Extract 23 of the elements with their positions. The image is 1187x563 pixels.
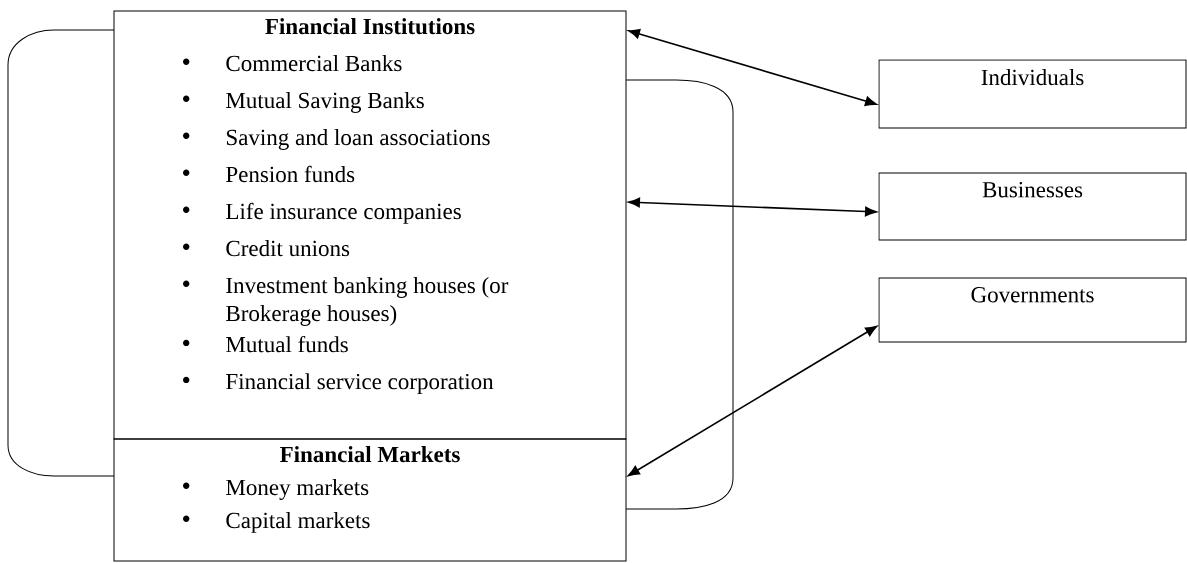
list-box — [113, 10, 627, 440]
list-box — [113, 438, 627, 562]
list-item: Credit unions — [226, 240, 350, 257]
connecting-curve — [625, 79, 734, 510]
heading: Financial Institutions — [265, 18, 475, 35]
list-item: Financial service corporation — [226, 373, 494, 394]
heading: Financial Markets — [280, 446, 460, 463]
list-item: Mutual Saving Banks — [226, 92, 424, 113]
list-item: Commercial Banks — [226, 55, 402, 72]
list-item: Pension funds — [226, 165, 355, 183]
arrow — [628, 29, 877, 106]
connecting-curve — [7, 29, 115, 477]
list-item: Capital markets — [226, 512, 370, 533]
list-item: Mutual funds — [226, 335, 348, 353]
list-item: Saving and loan associations — [226, 129, 490, 150]
list-item: Investment banking houses (or Brokerage houses) — [226, 277, 509, 326]
arrow — [627, 325, 878, 477]
text-box: Businesses — [878, 172, 1187, 241]
arrow — [628, 197, 877, 217]
text-box: Individuals — [878, 59, 1187, 129]
text-box: Governments — [878, 277, 1187, 343]
list-item: Life insurance companies — [226, 202, 461, 224]
list-item: Money markets — [226, 479, 369, 500]
